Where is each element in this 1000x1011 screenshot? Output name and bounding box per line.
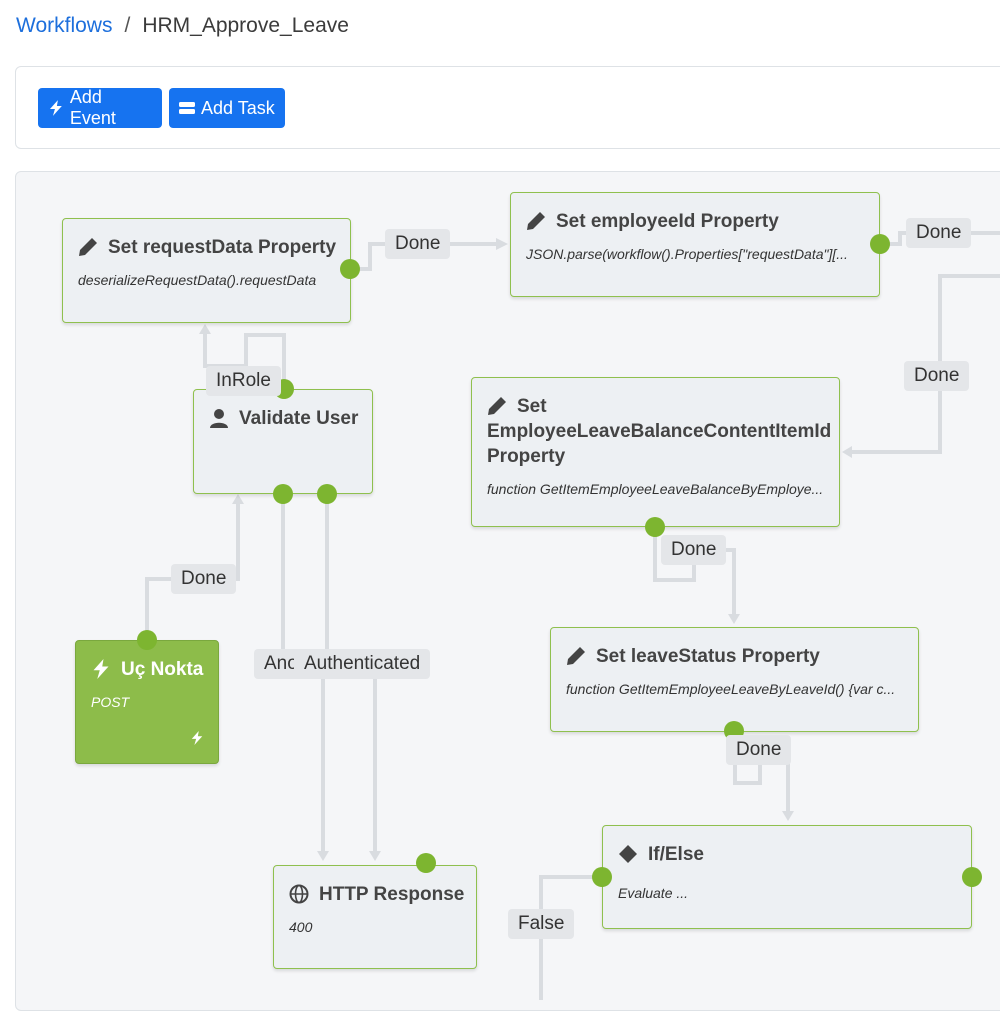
- node-description: function GetItemEmployeeLeaveByLeaveId()…: [566, 681, 896, 697]
- endpoint-dot[interactable]: [317, 484, 337, 504]
- diamond-icon: [619, 845, 637, 863]
- server-icon: [179, 102, 195, 114]
- node-title: Validate User: [239, 408, 359, 429]
- globe-icon: [289, 884, 309, 904]
- endpoint-dot[interactable]: [870, 234, 890, 254]
- bolt-icon: [191, 731, 203, 745]
- endpoint-dot[interactable]: [645, 517, 665, 537]
- endpoint-dot[interactable]: [416, 853, 436, 873]
- add-event-button[interactable]: Add Event: [38, 87, 162, 128]
- user-icon: [210, 409, 228, 428]
- endpoint-dot[interactable]: [137, 630, 157, 650]
- node-if-else[interactable]: If/Else Evaluate ...: [602, 825, 972, 929]
- add-task-label: Add Task: [201, 97, 275, 118]
- node-description: JSON.parse(workflow().Properties["reques…: [526, 246, 848, 262]
- outcome-label-authenticated: Authenticated: [294, 649, 431, 679]
- toolbar: Add Event Add Task: [15, 66, 1000, 149]
- node-title: If/Else: [648, 844, 704, 865]
- pencil-icon: [527, 212, 545, 230]
- node-title: Uç Nokta: [121, 659, 204, 680]
- breadcrumb-current: HRM_Approve_Leave: [142, 14, 349, 37]
- bolt-icon: [49, 100, 62, 116]
- node-description: deserializeRequestData().requestData: [78, 272, 317, 288]
- endpoint-dot[interactable]: [340, 259, 360, 279]
- node-title-line: Property: [487, 446, 566, 467]
- node-description: POST: [91, 694, 130, 710]
- breadcrumb-separator: /: [124, 14, 131, 37]
- outcome-label-false: False: [508, 909, 575, 939]
- add-event-label: Add Event: [69, 87, 116, 128]
- outcome-label-done: Done: [726, 735, 792, 765]
- pencil-icon: [488, 397, 506, 415]
- node-set-employee-id[interactable]: Set employeeId Property JSON.parse(workf…: [510, 192, 880, 297]
- node-set-leave-status[interactable]: Set leaveStatus Property function GetIte…: [550, 627, 919, 732]
- node-title: Set employeeId Property: [556, 211, 779, 232]
- node-uc-nokta[interactable]: Uç Nokta POST: [75, 640, 219, 764]
- breadcrumb: Workflows / HRM_Approve_Leave: [16, 14, 349, 38]
- pencil-icon: [79, 238, 97, 256]
- node-title: Set requestData Property: [108, 237, 337, 258]
- bolt-icon: [93, 659, 109, 679]
- outcome-label-done: Done: [904, 361, 970, 391]
- node-description: 400: [289, 919, 313, 935]
- add-task-button[interactable]: Add Task: [169, 88, 285, 128]
- node-title-line: Set: [517, 396, 547, 417]
- node-title-line: EmployeeLeaveBalanceContentItemId: [487, 421, 832, 442]
- outcome-label-done: Done: [171, 564, 237, 594]
- pencil-icon: [567, 647, 585, 665]
- outcome-label-done: Done: [661, 535, 727, 565]
- node-http-response[interactable]: HTTP Response 400: [273, 865, 477, 969]
- node-description: function GetItemEmployeeLeaveBalanceByEm…: [487, 481, 824, 497]
- node-title: HTTP Response: [319, 884, 465, 905]
- node-validate-user[interactable]: Validate User: [193, 389, 373, 494]
- node-set-balance[interactable]: Set EmployeeLeaveBalanceContentItemId Pr…: [471, 377, 840, 527]
- breadcrumb-workflows-link[interactable]: Workflows: [16, 14, 113, 37]
- node-set-request-data[interactable]: Set requestData Property deserializeRequ…: [62, 218, 351, 323]
- endpoint-dot[interactable]: [962, 867, 982, 887]
- node-title: Set leaveStatus Property: [596, 646, 820, 667]
- endpoint-dot[interactable]: [273, 484, 293, 504]
- node-description: Evaluate ...: [618, 885, 689, 901]
- endpoint-dot[interactable]: [592, 867, 612, 887]
- outcome-label-done: Done: [385, 229, 451, 259]
- outcome-label-done: Done: [906, 218, 972, 248]
- outcome-label-inrole: InRole: [206, 366, 281, 396]
